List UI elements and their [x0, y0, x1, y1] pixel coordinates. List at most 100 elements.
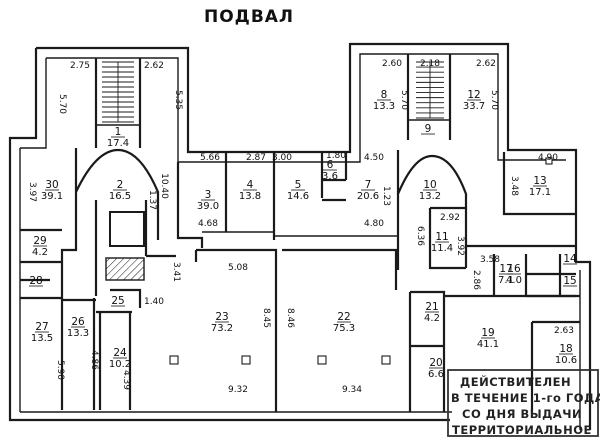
room-area: 39.1	[41, 191, 63, 202]
room-number: 27	[35, 321, 48, 333]
pillars	[169, 157, 553, 365]
dimension-label: 3.48	[509, 176, 519, 196]
dimension-label: 5.08	[228, 263, 248, 273]
dimension-label: 10.40	[159, 173, 169, 199]
dimension-label: 6.36	[415, 226, 425, 246]
room-number: 13	[533, 175, 546, 187]
dimension-label: 5.70	[399, 90, 409, 110]
room-number: 5	[295, 179, 302, 191]
dimension-label: 9.32	[228, 385, 248, 395]
room-area: 4.2	[424, 313, 440, 324]
dimension-label: 4.50	[364, 153, 384, 163]
room-number: 9	[425, 123, 432, 135]
room-area: 4.0	[506, 275, 522, 286]
room-number: 14	[563, 253, 577, 265]
dimension-label: 2.62	[476, 59, 496, 69]
dimension-label: 1.37	[147, 190, 157, 210]
dimension-label: 2.62	[144, 61, 164, 71]
dimension-label: 2.86	[471, 270, 481, 290]
room-area: 3.6	[322, 171, 338, 182]
interior-walls	[20, 54, 580, 412]
room-area: 16.5	[109, 191, 131, 202]
room-number: 10	[423, 179, 436, 191]
room-number: 20	[429, 357, 442, 369]
room-area: 14.6	[287, 191, 309, 202]
room-number: 21	[425, 301, 438, 313]
room-area: 17.4	[107, 138, 129, 149]
room-area: 17.1	[529, 187, 551, 198]
room-number: 23	[215, 311, 228, 323]
dimension-label: 4.90	[538, 153, 558, 163]
room-number: 28	[29, 275, 42, 287]
room-number: 16	[507, 263, 521, 275]
dimension-label: 2.63	[554, 326, 574, 336]
stamp-line-4: ТЕРРИТОРИАЛЬНОЕ	[452, 423, 592, 437]
validity-stamp: ДЕЙСТВИТЕЛЕН В ТЕЧЕНИЕ 1-го ГОДА СО ДНЯ …	[447, 369, 600, 437]
room-number: 3	[205, 189, 212, 201]
room-area: 13.3	[373, 101, 395, 112]
room-number: 18	[559, 343, 572, 355]
room-area: 33.7	[463, 101, 485, 112]
room-number: 22	[337, 311, 350, 323]
dimension-label: 5.35	[173, 90, 183, 110]
room-area: 4.2	[32, 247, 48, 258]
room-number: 1	[115, 126, 122, 138]
dimension-label: 9.34	[342, 385, 362, 395]
room-number: 24	[113, 347, 127, 359]
room-area: 10.2	[109, 359, 131, 370]
room-number: 2	[117, 179, 124, 191]
room-number: 6	[327, 159, 334, 171]
dimension-label: 1.23	[381, 186, 391, 206]
dimension-label: 4.80	[364, 219, 384, 229]
dimension-label: 4.68	[198, 219, 218, 229]
dimension-label: 2.87	[246, 153, 266, 163]
room-area: 11.4	[431, 243, 453, 254]
room-area: 13.3	[67, 328, 89, 339]
room-number: 26	[71, 316, 85, 328]
room-number: 4	[247, 179, 254, 191]
room-number: 29	[33, 235, 46, 247]
dimension-label: 1.40	[144, 297, 164, 307]
room-area: 13.5	[31, 333, 53, 344]
dimension-label: 3.41	[171, 262, 181, 282]
room-number: 25	[111, 295, 124, 307]
dimension-label: 2.92	[440, 213, 460, 223]
room-number: 30	[45, 179, 58, 191]
dimension-label: 5.90	[55, 360, 65, 380]
stamp-line-3: СО ДНЯ ВЫДАЧИ	[462, 407, 582, 421]
room-area: 20.6	[357, 191, 379, 202]
dimension-label: 4.86	[89, 350, 99, 370]
room-area: 13.2	[419, 191, 441, 202]
dimension-label: 8.46	[285, 308, 295, 328]
dimension-label: 2.60	[382, 59, 402, 69]
dimension-label: 5.70	[57, 94, 67, 114]
room-number: 15	[563, 275, 576, 287]
dimension-label: 1.80	[326, 151, 346, 161]
room-area: 6.6	[428, 369, 444, 380]
room-area: 41.1	[477, 339, 499, 350]
plan-title: ПОДВАЛ	[204, 7, 294, 27]
room-area: 10.6	[555, 355, 577, 366]
room-area: 73.2	[211, 323, 233, 334]
room-number: 11	[435, 231, 448, 243]
dimension-label: 5.70	[489, 90, 499, 110]
stairs	[102, 61, 444, 123]
room-number: 19	[481, 327, 494, 339]
dimension-label: 3.97	[27, 182, 37, 202]
dimension-label: 2.75	[70, 61, 90, 71]
dimension-label: 4.39	[121, 370, 131, 390]
dimension-label: 2.18	[420, 59, 440, 69]
dimension-label: 3.58	[480, 255, 500, 265]
dimension-label: 3.00	[272, 153, 292, 163]
room-area: 7.1	[498, 275, 514, 286]
room-area: 75.3	[333, 323, 355, 334]
stamp-line-2: В ТЕЧЕНИЕ 1-го ГОДА	[451, 391, 600, 405]
room-number: 17	[499, 263, 512, 275]
stamp-line-1: ДЕЙСТВИТЕЛЕН	[460, 374, 571, 389]
room-number: 7	[365, 179, 372, 191]
outer-walls	[8, 42, 592, 430]
room-number: 12	[467, 89, 480, 101]
